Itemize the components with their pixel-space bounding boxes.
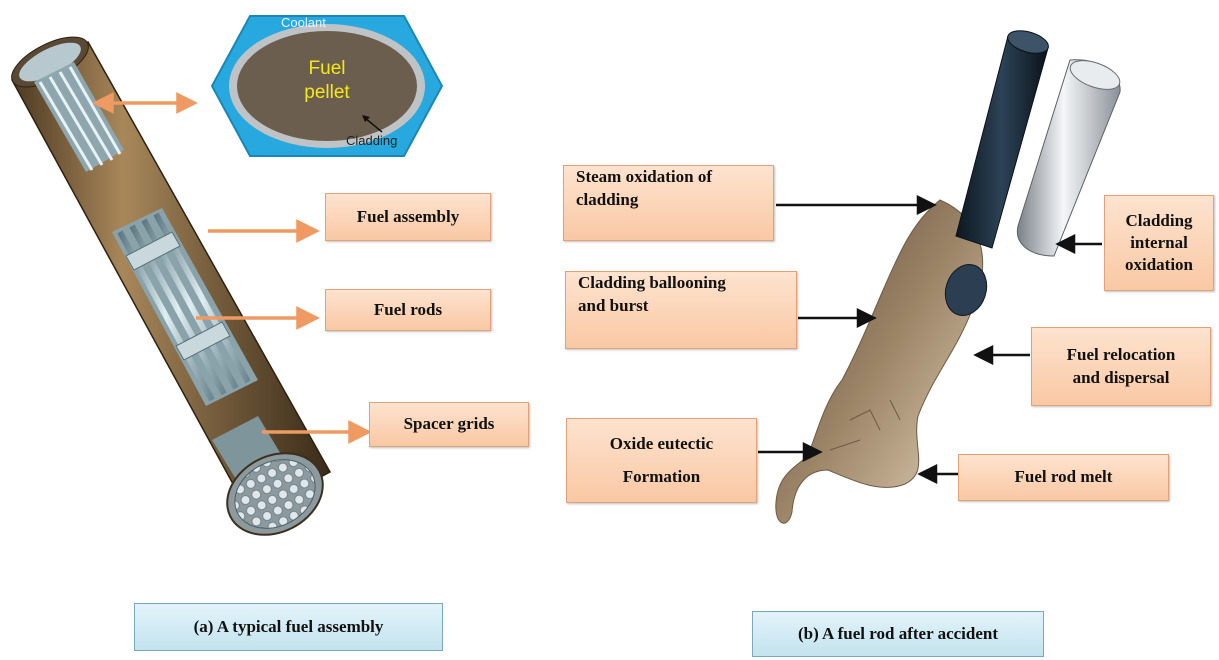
- cladding-internal-oxidation-label: Cladding internal oxidation: [1104, 195, 1214, 291]
- orange-arrows: [92, 92, 372, 444]
- fuel-assembly-tube: [10, 36, 332, 536]
- ballooning-line-2: and burst: [578, 295, 649, 315]
- coolant-label: Coolant: [281, 15, 326, 30]
- rod-bundle-middle: [117, 212, 251, 402]
- fuel-rods-label: Fuel rods: [325, 289, 491, 331]
- internal-line-2: internal: [1130, 232, 1188, 252]
- rod-bundle-top: [38, 66, 122, 171]
- fuel-pellet-inset: [210, 15, 444, 157]
- internal-line-1: Cladding: [1125, 210, 1193, 230]
- spacer-grids-label: Spacer grids: [369, 402, 529, 447]
- cladding-ballooning-label: Cladding ballooning and burst: [565, 271, 797, 349]
- pellet-line-2: pellet: [304, 82, 350, 103]
- ballooning-line-1: Cladding ballooning: [578, 273, 726, 292]
- fuel-rod-melt-label: Fuel rod melt: [958, 454, 1169, 501]
- black-arrows: [758, 194, 1102, 485]
- damaged-fuel-rod: [775, 30, 1121, 524]
- fuel-relocation-label: Fuel relocation and dispersal: [1031, 327, 1211, 406]
- relocation-line-1: Fuel relocation: [1066, 344, 1176, 364]
- caption-panel-a: (a) A typical fuel assembly: [134, 603, 443, 651]
- steam-oxidation-label: Steam oxidation of cladding: [563, 165, 774, 241]
- cladding-inset-label: Cladding: [346, 133, 398, 148]
- oxide-eutectic-label: Oxide eutectic Formation: [566, 418, 757, 503]
- steam-oxidation-line-1: Steam oxidation of: [576, 167, 712, 186]
- pellet-line-1: Fuel: [308, 58, 346, 79]
- caption-panel-b: (b) A fuel rod after accident: [752, 611, 1044, 657]
- oxide-line-1: Oxide eutectic: [609, 434, 714, 454]
- fuel-pellet-label: Fuel pellet: [280, 57, 374, 105]
- oxide-line-2: Formation: [622, 466, 701, 486]
- steam-oxidation-line-2: cladding: [576, 189, 639, 209]
- internal-line-3: oxidation: [1124, 255, 1194, 275]
- fuel-assembly-label: Fuel assembly: [325, 193, 491, 241]
- relocation-line-2: and dispersal: [1072, 367, 1170, 387]
